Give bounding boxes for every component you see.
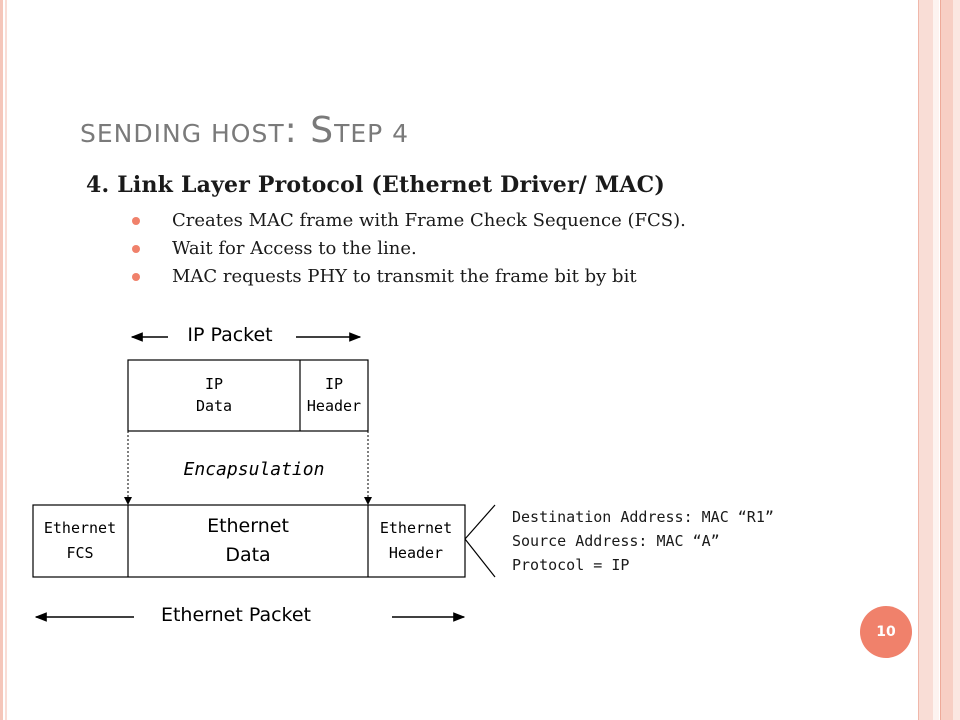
bullet-item: Wait for Access to the line. [132,235,686,263]
header-field: Source Address: MAC “A” [512,532,720,550]
header-callout-line [464,538,496,578]
encapsulation-label: Encapsulation [184,459,325,480]
ip-header-label: Header [307,397,361,415]
ethernet-header-label: Ethernet [380,519,452,537]
right-decor-stripe [953,0,960,720]
ethernet-fcs-label: Ethernet [44,519,116,537]
header-field: Protocol = IP [512,556,630,574]
ethernet-header-label: Header [389,544,443,562]
slide-title-part: TEP 4 [334,119,410,148]
header-callout-line [464,504,496,540]
slide-title-part: : S [284,110,335,151]
bullet-list: Creates MAC frame with Frame Check Seque… [132,207,686,291]
bullet-item: Creates MAC frame with Frame Check Seque… [132,207,686,235]
ethernet-data-label: Ethernet [207,515,289,537]
bullet-dot-icon [132,273,140,281]
bullet-text: Wait for Access to the line. [172,238,417,259]
encapsulation-arrowhead-icon [124,497,132,505]
ethernet-packet-label: Ethernet Packet [161,604,311,626]
header-fields-note: Destination Address: MAC “R1” Source Add… [512,505,774,577]
slide-title: SENDING HOST: STEP 4 [80,110,409,151]
bullet-dot-icon [132,217,140,225]
header-field: Destination Address: MAC “R1” [512,508,774,526]
section-heading: 4. Link Layer Protocol (Ethernet Driver/… [86,172,666,198]
ethernet-frame-box [32,504,466,578]
ip-data-label: Data [196,397,232,415]
ip-header-label: IP [325,375,343,393]
left-edge-stripe-inner [5,0,7,720]
page-number-badge: 10 [860,606,912,658]
ethernet-fcs-label: FCS [66,544,93,562]
bullet-text: Creates MAC frame with Frame Check Seque… [172,210,686,231]
ip-packet-box [127,359,369,432]
ip-data-label: IP [205,375,223,393]
right-decor-stripe [933,0,939,720]
ip-packet-label: IP Packet [187,324,272,346]
left-edge-stripe [0,0,3,720]
bullet-text: MAC requests PHY to transmit the frame b… [172,266,637,287]
bullet-dot-icon [132,245,140,253]
bullet-item: MAC requests PHY to transmit the frame b… [132,263,686,291]
slide-title-part: SENDING HOST [80,119,285,148]
ethernet-data-label: Data [225,544,270,566]
encapsulation-arrowhead-icon [364,497,372,505]
